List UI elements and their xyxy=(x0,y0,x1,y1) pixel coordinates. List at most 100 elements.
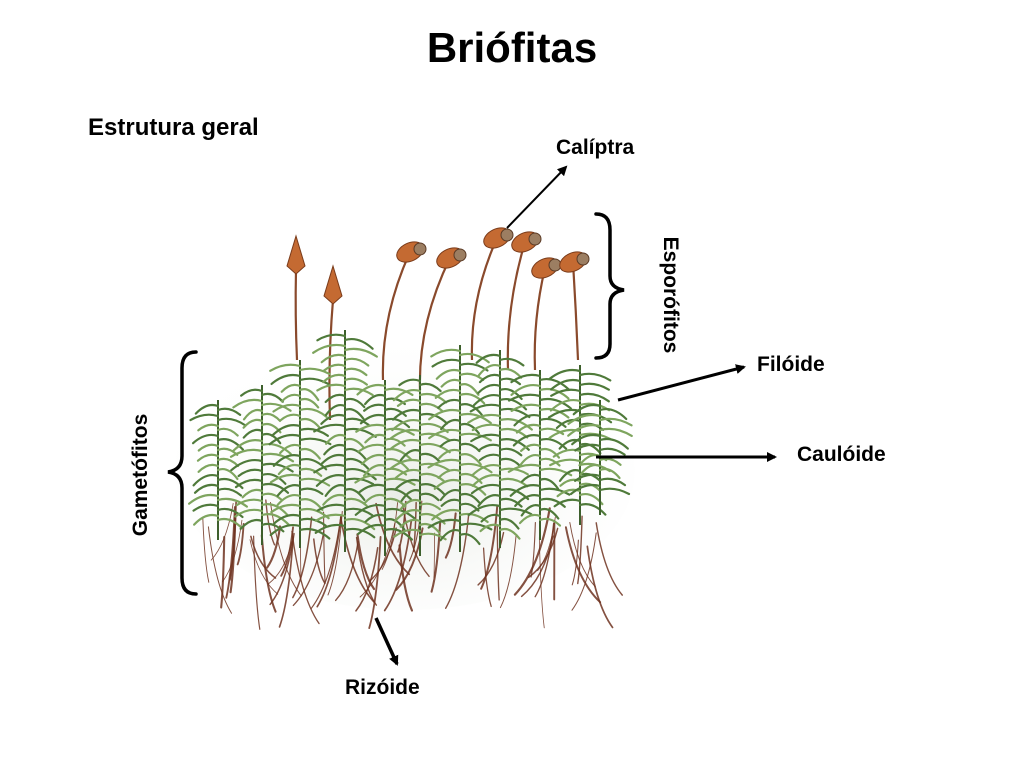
leaf xyxy=(242,418,264,429)
rhizoid-strand xyxy=(381,502,399,570)
leaf xyxy=(538,407,570,419)
leaf xyxy=(578,382,610,391)
leaf xyxy=(343,387,374,397)
leaf xyxy=(363,493,387,505)
leaf xyxy=(343,457,370,470)
leaf xyxy=(197,443,220,452)
leaf xyxy=(572,403,602,416)
leaf xyxy=(260,472,287,485)
leaf xyxy=(498,417,533,431)
rhizoid-strand xyxy=(433,532,435,579)
leaf xyxy=(439,438,462,448)
rhizoid-strand xyxy=(564,526,602,604)
leaf xyxy=(578,372,612,382)
rhizoid-strand xyxy=(496,525,500,601)
leaf xyxy=(323,443,347,456)
rhizoid-strand xyxy=(249,539,279,595)
filoide-label: Filóide xyxy=(757,353,825,376)
leaf xyxy=(519,443,542,453)
leaf xyxy=(569,483,602,496)
leaf xyxy=(343,347,378,358)
rhizoid-strand xyxy=(313,538,326,585)
leaf xyxy=(298,447,321,460)
leaf xyxy=(383,387,414,397)
page-subtitle: Estrutura geral xyxy=(88,114,259,141)
leaf xyxy=(471,423,502,432)
leaf xyxy=(418,492,440,502)
leaf xyxy=(538,487,571,496)
leaf xyxy=(232,398,264,409)
rhizoid-strand xyxy=(477,531,505,586)
leaf xyxy=(458,512,489,524)
leaf xyxy=(355,423,387,433)
rhizoid-strand xyxy=(398,544,414,612)
leaf xyxy=(260,503,289,516)
leaf xyxy=(567,413,602,425)
rhizoid-strand xyxy=(278,536,294,628)
leaf xyxy=(538,447,561,459)
leaf xyxy=(435,368,462,380)
leaf xyxy=(598,437,629,450)
leaf xyxy=(598,457,622,466)
leaf xyxy=(357,483,387,494)
leaf xyxy=(232,439,264,452)
leaf xyxy=(363,403,387,412)
leaf xyxy=(458,403,483,416)
leaf xyxy=(559,478,582,487)
leaf xyxy=(272,454,302,467)
leaf xyxy=(298,467,323,477)
leaf xyxy=(260,442,292,455)
leaf xyxy=(260,402,292,412)
young-capsule xyxy=(286,234,306,275)
leaf xyxy=(431,508,462,521)
leaf xyxy=(389,458,422,470)
leaf xyxy=(431,358,462,368)
leaf xyxy=(520,473,542,483)
leaf xyxy=(279,443,302,455)
leaf xyxy=(230,458,264,472)
leaf xyxy=(234,478,264,489)
leaf xyxy=(269,363,302,372)
leaf xyxy=(510,403,542,412)
leaf xyxy=(354,473,387,484)
leaf xyxy=(418,522,441,534)
leaf xyxy=(458,372,485,381)
leaf xyxy=(555,418,582,430)
leaf xyxy=(418,502,441,511)
leaf xyxy=(343,337,374,350)
rizoide-label: Rizóide xyxy=(345,676,420,699)
leaf xyxy=(440,498,462,507)
leaf xyxy=(273,513,302,525)
leaf xyxy=(343,357,370,367)
leaf xyxy=(458,522,493,531)
leaf xyxy=(383,528,414,541)
leaf xyxy=(260,513,290,526)
leaf xyxy=(477,363,502,377)
leaf xyxy=(573,473,602,482)
rhizoid-strand xyxy=(356,533,376,591)
rhizoid-strand xyxy=(368,536,382,630)
rhizoid-strand xyxy=(334,540,359,602)
capsule-operculum xyxy=(528,232,542,246)
rhizoid-strand xyxy=(253,535,261,630)
leaf xyxy=(364,393,387,406)
leaf xyxy=(394,509,422,522)
leaf xyxy=(322,363,347,372)
leaf xyxy=(316,333,347,342)
rhizoid-strand xyxy=(291,530,320,625)
rhizoid-strand xyxy=(530,521,536,578)
leaf xyxy=(280,393,302,403)
leaf xyxy=(598,487,631,496)
leaf xyxy=(498,377,522,386)
leaf xyxy=(467,503,502,517)
capsule-operculum xyxy=(413,242,427,256)
leaf xyxy=(360,453,387,466)
leaf xyxy=(475,353,502,364)
leaf xyxy=(550,378,582,391)
seta-stalk xyxy=(533,267,547,371)
leaf xyxy=(216,477,244,490)
leaf xyxy=(268,433,302,446)
leaf xyxy=(538,497,566,508)
leaf xyxy=(552,448,582,458)
